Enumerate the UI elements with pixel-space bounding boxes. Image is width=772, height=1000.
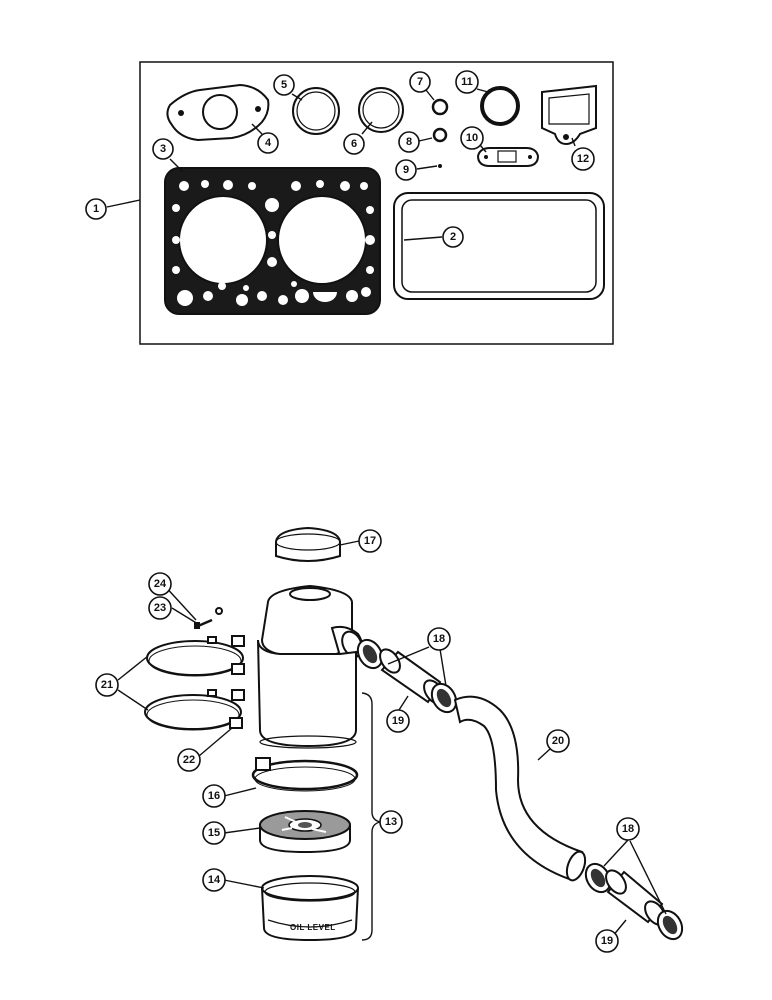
svg-text:4: 4 [265,137,272,149]
svg-text:19: 19 [601,935,613,947]
hose-connector [379,648,445,705]
small-o-ring [431,98,449,116]
callout-19: 19 [595,929,619,953]
air-cleaner-cap [275,526,341,562]
callout-3: 3 [152,138,174,160]
callout-8: 8 [398,131,420,153]
svg-text:19: 19 [392,715,404,727]
svg-text:12: 12 [577,153,589,165]
svg-text:6: 6 [351,138,357,150]
callout-16: 16 [202,784,226,808]
callout-2: 2 [442,226,464,248]
svg-text:7: 7 [417,76,423,88]
leader-lines-top [106,88,576,241]
air-cleaner-body [257,584,363,749]
callout-1: 1 [85,198,107,220]
seal-ring [358,87,404,133]
small-flange-gasket [476,147,540,167]
svg-text:20: 20 [552,735,564,747]
cylinder-head-gasket [164,167,381,315]
tiny-o-ring [438,164,442,168]
callout-21: 21 [95,673,119,697]
callout-20: 20 [546,729,570,753]
leader-lines-bottom [117,540,667,938]
callout-12: 12 [571,147,595,171]
svg-text:14: 14 [208,874,221,886]
bolt-and-nut [194,607,223,629]
callout-17: 17 [358,529,382,553]
assembly-bracket [361,692,381,941]
svg-text:1: 1 [93,203,99,215]
callout-18: 18 [616,817,640,841]
mounting-band-clamp [144,689,245,731]
callout-23: 23 [148,596,172,620]
oil-cup: OIL LEVEL [261,875,359,942]
svg-text:22: 22 [183,754,195,766]
hose-clamp [584,862,612,894]
svg-text:15: 15 [208,827,220,839]
large-seal-ring [292,87,340,135]
o-ring-large [480,86,520,126]
flange-gasket [166,83,270,142]
svg-text:17: 17 [364,535,376,547]
cover-gasket [541,84,597,146]
small-o-ring [432,127,448,143]
callout-14: 14 [202,868,226,892]
callout-4: 4 [257,132,279,154]
svg-text:11: 11 [461,76,473,88]
long-intake-hose [453,695,587,882]
oil-level-mark: OIL LEVEL [290,923,336,932]
svg-text:5: 5 [281,79,287,91]
svg-text:24: 24 [154,578,167,590]
callout-6: 6 [343,133,365,155]
callout-13: 13 [379,810,403,834]
hose-clamp [430,682,458,714]
callout-22: 22 [177,748,201,772]
bowl-clamp-ring [251,757,359,792]
mounting-band-clamp [146,635,245,677]
svg-text:13: 13 [385,816,397,828]
callout-11: 11 [455,70,479,94]
callout-7: 7 [409,71,431,93]
svg-text:23: 23 [154,602,166,614]
callout-10: 10 [460,126,484,150]
callout-9: 9 [395,159,417,181]
callout-5: 5 [273,74,295,96]
callout-24: 24 [148,572,172,596]
svg-text:18: 18 [622,823,634,835]
callout-18: 18 [427,627,451,651]
rocker-cover-gasket [393,192,605,300]
svg-text:8: 8 [406,136,412,148]
hose-clamp [656,909,684,941]
svg-text:10: 10 [466,132,478,144]
svg-text:3: 3 [160,143,166,155]
svg-text:9: 9 [403,164,409,176]
svg-text:16: 16 [208,790,220,802]
svg-text:21: 21 [101,679,113,691]
callout-19: 19 [386,709,410,733]
callout-15: 15 [202,821,226,845]
svg-text:2: 2 [450,231,456,243]
filter-element [259,810,351,854]
hose-clamp [356,638,384,670]
svg-text:18: 18 [433,633,445,645]
